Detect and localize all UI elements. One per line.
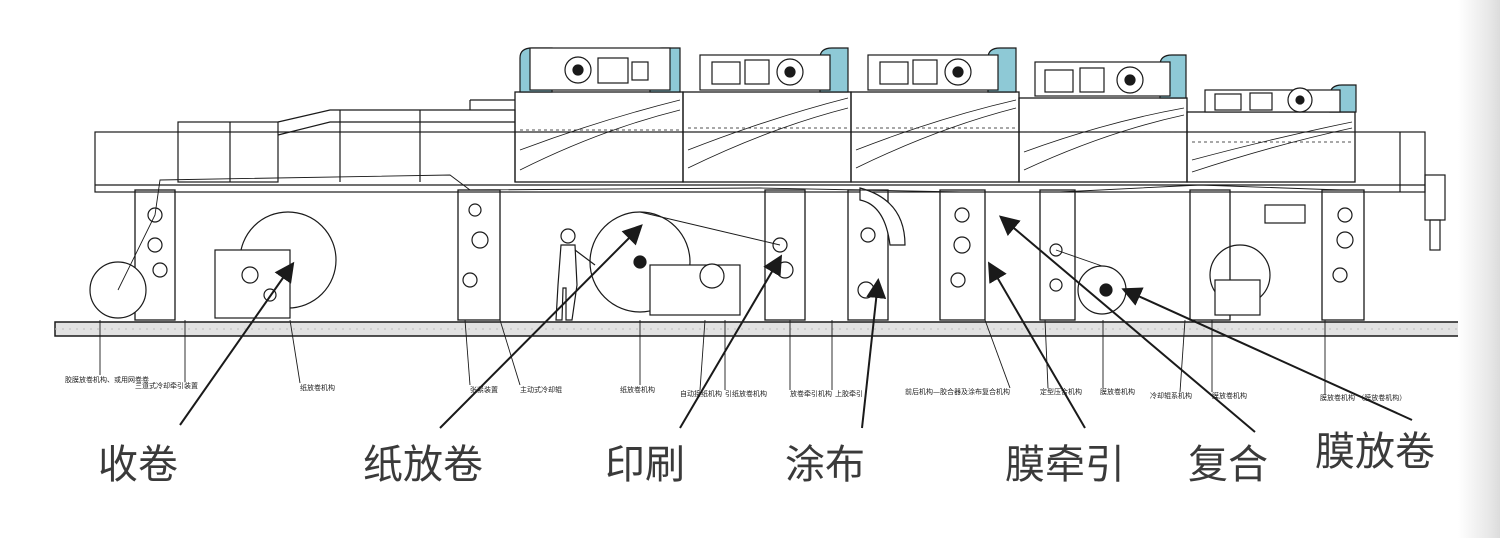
leader-paper-unwind xyxy=(439,224,643,429)
leader-lines xyxy=(179,215,1413,433)
leader-printing xyxy=(679,254,783,429)
operator-figure xyxy=(555,228,596,321)
rollers xyxy=(89,187,1354,319)
callout-ticks xyxy=(99,319,1326,395)
leader-laminating xyxy=(998,215,1256,433)
label-film-unwind: 膜放卷 xyxy=(1315,429,1435,475)
small-label: 三道式冷却牵引装置 xyxy=(135,381,198,390)
dryer-ovens xyxy=(514,91,1356,183)
blower-unit xyxy=(1034,54,1187,99)
label-laminating: 复合 xyxy=(1188,442,1268,488)
upper-frame xyxy=(94,99,1446,251)
small-label: 膜放卷机构 （膜放卷机构） xyxy=(1320,393,1406,402)
leader-film-traction xyxy=(987,261,1086,429)
leader-film-unwind xyxy=(1121,287,1413,421)
small-label: 自动接纸机构 xyxy=(680,389,722,398)
blower-unit xyxy=(867,47,1017,93)
blower-unit xyxy=(699,47,849,93)
small-label: 前后机构—胶合器及涂布复合机构 xyxy=(905,387,1010,396)
floor-slab xyxy=(54,321,1466,337)
label-paper-unwind: 纸放卷 xyxy=(363,442,483,488)
small-labels: 胶膜放卷机构、或用网卷卷 三道式冷却牵引装置 纸放卷机构 张紧装置 主动式冷却辊… xyxy=(65,375,1406,402)
small-label: 引纸放卷机构 xyxy=(725,389,767,398)
small-label: 冷却辊系机构 xyxy=(1150,391,1192,400)
station-columns xyxy=(134,189,1365,321)
small-label: 放卷牵引机构 xyxy=(790,389,832,398)
small-label: 纸放卷机构 xyxy=(620,385,655,394)
small-label: 纸放卷机构 xyxy=(300,383,335,392)
label-printing: 印刷 xyxy=(605,442,685,488)
small-label: 主动式冷却辊 xyxy=(520,385,562,394)
small-label: 定型压合机构 xyxy=(1040,387,1082,396)
small-label: 上胶牵引 xyxy=(835,389,863,398)
section-labels: 收卷 纸放卷 印刷 涂布 膜牵引 复合 膜放卷 xyxy=(98,429,1435,488)
page-edge-shade xyxy=(1458,0,1500,538)
blower-unit xyxy=(1204,84,1357,113)
web-path xyxy=(117,174,1341,291)
small-label: 膜放卷机构 xyxy=(1100,387,1135,396)
small-label: 胶膜放卷机构、或用网卷卷 xyxy=(65,375,149,384)
small-label: 张紧装置 xyxy=(470,385,498,394)
blower-unit xyxy=(519,47,681,93)
leader-rewind xyxy=(179,261,295,426)
label-rewind: 收卷 xyxy=(98,442,178,488)
dryer-blower-units xyxy=(519,47,1357,113)
label-coating: 涂布 xyxy=(785,442,865,488)
small-label: 膜放卷机构 xyxy=(1212,391,1247,400)
leader-coating xyxy=(861,278,887,429)
label-film-traction: 膜牵引 xyxy=(1005,442,1125,488)
